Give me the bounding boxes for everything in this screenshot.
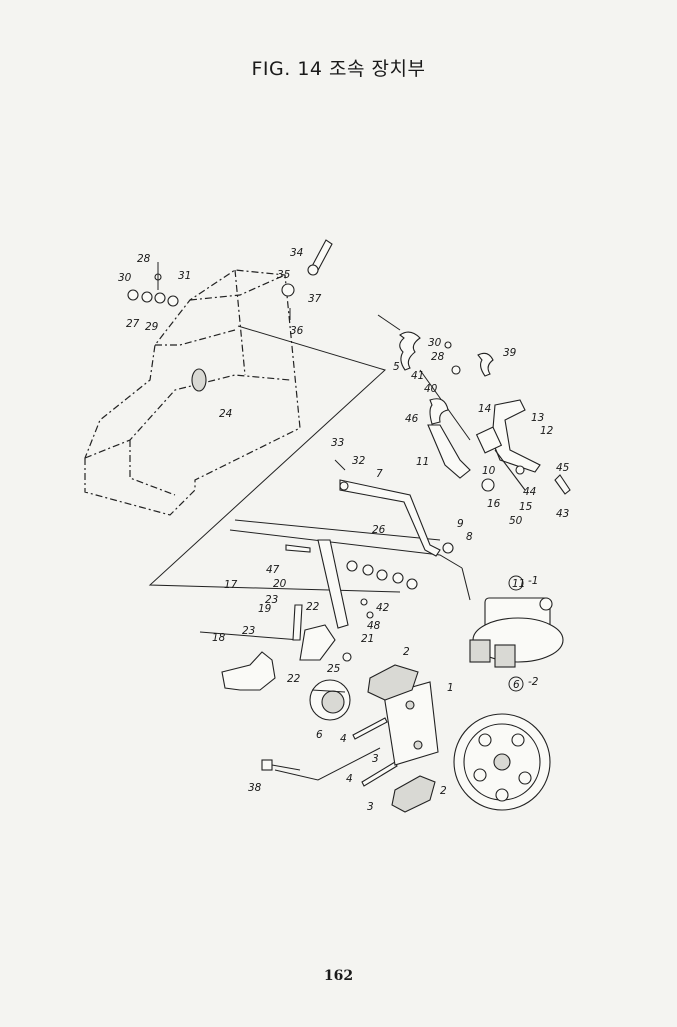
callout-13: 13 [531, 412, 544, 424]
callout-19: 19 [258, 603, 272, 615]
weight-assembly [469, 597, 564, 668]
callout-1: 1 [447, 682, 454, 694]
pins [352, 717, 398, 787]
lever-arms [285, 539, 374, 662]
callout-4b: 4 [346, 773, 353, 785]
callout-3b: 3 [367, 801, 374, 813]
callout-14: 14 [478, 403, 491, 415]
spring-lever-group [377, 314, 494, 441]
callout-44: 44 [523, 486, 536, 498]
housing-cover [84, 269, 301, 516]
callout-6s: -2 [528, 676, 539, 688]
callout-41: 41 [411, 370, 424, 382]
callout-30a: 30 [118, 272, 132, 284]
callout-35: 35 [277, 269, 291, 281]
callout-12: 12 [540, 425, 554, 437]
callout-28a: 28 [137, 253, 151, 265]
small-parts-cluster-left [127, 262, 179, 307]
callout-ring-6 [508, 676, 524, 692]
callout-11s: -1 [528, 575, 538, 587]
callout-25: 25 [327, 663, 341, 675]
link-rod-top [281, 239, 333, 320]
callout-34: 34 [290, 247, 303, 259]
callout-36: 36 [290, 325, 304, 337]
callout-2b: 2 [440, 785, 447, 797]
callout-50: 50 [509, 515, 523, 527]
callout-8: 8 [466, 531, 473, 543]
bearing [309, 679, 351, 721]
callout-29: 29 [145, 321, 159, 333]
callout-3a: 3 [372, 753, 379, 765]
callout-4a: 4 [340, 733, 347, 745]
callout-22a: 22 [306, 601, 320, 613]
callout-46: 46 [405, 413, 419, 425]
callout-43: 43 [556, 508, 569, 520]
callout-21: 21 [361, 633, 374, 645]
callout-39: 39 [503, 347, 517, 359]
callout-5: 5 [393, 361, 400, 373]
callout-37: 37 [308, 293, 322, 305]
control-link [334, 459, 454, 557]
callout-24: 24 [219, 408, 232, 420]
callout-10: 10 [482, 465, 496, 477]
callout-23b: 23 [242, 625, 255, 637]
fork-lever [221, 651, 276, 691]
page-number: 162 [323, 968, 354, 984]
figure-title: FIG. 14 조속 장치부 [251, 58, 426, 80]
shaft-springs [346, 560, 418, 590]
callout-28b: 28 [431, 351, 445, 363]
callout-11m: 11 [512, 578, 525, 590]
callout-17: 17 [224, 579, 238, 591]
callout-15: 15 [519, 501, 533, 513]
callout-23a: 23 [265, 594, 278, 606]
callout-42: 42 [376, 602, 390, 614]
callout-45: 45 [556, 462, 570, 474]
bolt [261, 759, 301, 771]
callout-22b: 22 [287, 673, 301, 685]
callout-20: 20 [273, 578, 287, 590]
callout-47: 47 [266, 564, 280, 576]
callout-30b: 30 [428, 337, 442, 349]
callout-18: 18 [212, 632, 226, 644]
callout-7: 7 [376, 468, 383, 480]
callout-ring-11 [508, 575, 524, 591]
callout-32: 32 [352, 455, 366, 467]
callout-27: 27 [126, 318, 140, 330]
callout-labels: 28 30 31 27 29 34 35 37 36 24 5 30 28 41… [118, 247, 570, 813]
callout-33: 33 [331, 437, 344, 449]
callout-6m: 6 [513, 679, 520, 691]
callout-2a: 2 [403, 646, 410, 658]
gear [453, 713, 551, 811]
leader-lines [148, 325, 471, 781]
callout-26: 26 [372, 524, 386, 536]
callout-40: 40 [424, 383, 438, 395]
callout-16: 16 [487, 498, 501, 510]
bracket-and-blocks [367, 664, 439, 813]
callout-38: 38 [248, 782, 262, 794]
callout-48: 48 [367, 620, 381, 632]
callout-9: 9 [457, 518, 464, 530]
governor-lever-assembly [427, 399, 571, 495]
callout-6: 6 [316, 729, 323, 741]
callout-11: 11 [416, 456, 429, 468]
callout-31: 31 [178, 270, 191, 282]
